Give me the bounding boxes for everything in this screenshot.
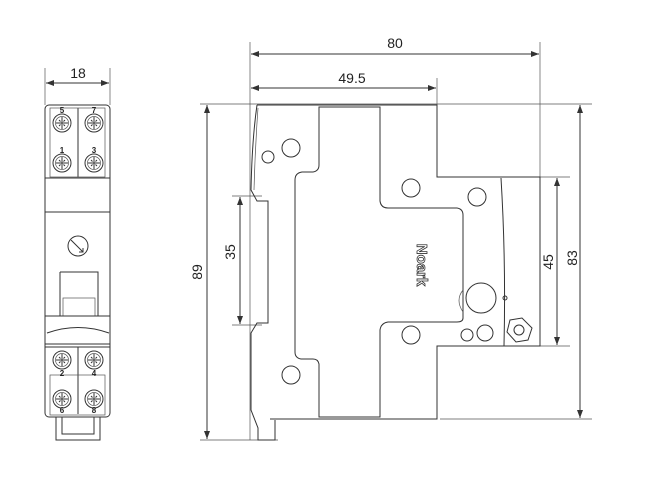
housing-relief [294,106,464,418]
front-view: 18 5 7 1 3 2 4 6 8 [44,65,111,441]
handle [59,271,99,316]
rivet-hole-icon [261,150,275,164]
front-height-dimension: 45 [540,254,556,270]
height-dimension: 89 [189,264,205,280]
terminal-label: 8 [92,406,97,415]
rivet-hole-icon [281,138,301,158]
rivet-hole-icon [401,178,421,198]
toggle-symbol-icon [67,235,89,257]
lever-cover [44,315,111,345]
depth-dimension: 80 [387,35,403,51]
nut-icon [506,317,533,343]
brand-logo: Noark [413,244,430,287]
terminal-label: 4 [92,369,97,378]
din-clip [55,417,101,441]
terminal-label: 7 [92,106,97,115]
rivet-hole-icon [401,325,421,345]
rivet-hole-icon [467,187,487,207]
din-rail-dimension: 35 [222,244,238,260]
side-body [250,104,541,441]
terminal-screw-icon [84,153,104,173]
terminal-screw-icon [84,350,104,370]
front-body [44,104,111,418]
body-height-dimension: 83 [564,250,580,266]
side-view: 80 49.5 89 35 45 83 Noark [189,35,592,441]
terminal-label: 2 [60,369,65,378]
terminal-label: 3 [92,146,97,155]
terminal-label: 6 [60,406,65,415]
terminal-label: 1 [60,146,65,155]
pivot-hole-icon [465,282,497,314]
terminal-label: 5 [60,106,65,115]
terminal-screw-icon [52,153,72,173]
front-depth-dimension: 49.5 [338,70,365,86]
terminal-screw-icon [84,113,104,133]
width-dimension: 18 [70,65,86,81]
rivet-hole-icon [281,365,301,385]
terminal-screw-icon [52,350,72,370]
terminal-screw-icon [52,113,72,133]
